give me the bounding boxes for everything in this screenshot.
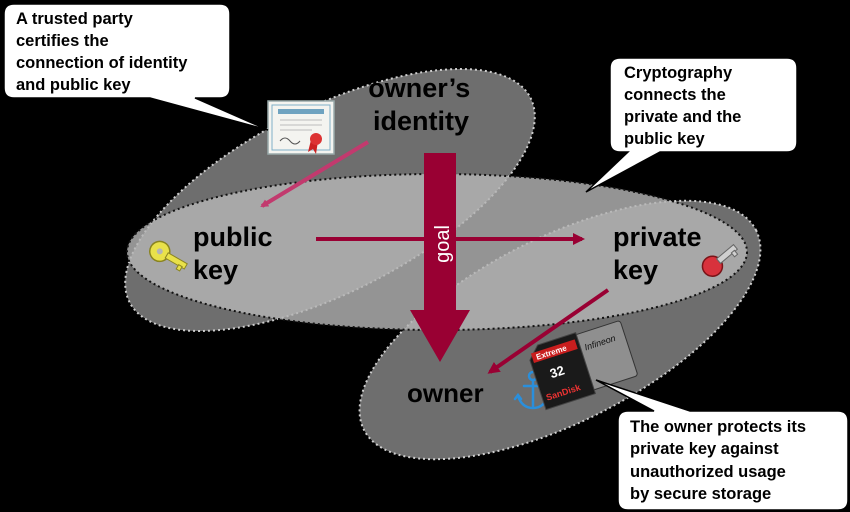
callout-trusted-party: A trusted party certifies the connection… <box>3 3 269 131</box>
callout-cryptography: Cryptography connects the private and th… <box>585 57 798 193</box>
sd-capacity-label: 32 <box>548 362 566 381</box>
sd-card-icon: Infineon Extreme 32 SanDisk <box>529 320 638 411</box>
svg-text:A trusted party certifie: A trusted party certifies the connection… <box>16 10 192 94</box>
private-key-label: private key <box>613 222 709 285</box>
callout-owner-protects: The owner protects its private key again… <box>595 379 849 511</box>
private-key-icon <box>701 243 739 277</box>
owner-label: owner <box>407 378 484 408</box>
goal-arrow <box>410 153 470 362</box>
certify-arrow <box>260 140 370 208</box>
certificate-icon <box>267 100 335 155</box>
svg-text:Cryptography connects th: Cryptography connects the private and th… <box>624 64 746 148</box>
svg-text:The owner protects its p: The owner protects its private key again… <box>630 418 811 503</box>
goal-label: goal <box>432 225 454 263</box>
owners-identity-label: owner’s identity <box>368 73 478 136</box>
public-key-label: public key <box>193 222 280 285</box>
protect-arrow <box>487 288 610 374</box>
public-key-icon <box>149 240 188 272</box>
